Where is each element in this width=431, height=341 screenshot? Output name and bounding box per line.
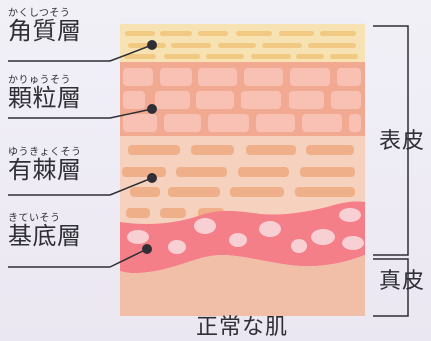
stratum-granulosum-ruby: かりゅうそう bbox=[8, 75, 71, 86]
basal-layer-cells bbox=[127, 208, 364, 254]
basal-layer-label-group: きていそう 基底層 bbox=[8, 214, 82, 249]
epidermis-label: 表皮 bbox=[379, 129, 426, 154]
dermis-label: 真皮 bbox=[379, 269, 426, 294]
stratum-granulosum-label: 顆粒層 bbox=[8, 84, 82, 112]
basal-layer-ruby: きていそう bbox=[8, 213, 61, 224]
basal-layer-label: 基底層 bbox=[8, 222, 82, 250]
stratum-spinosum-dot bbox=[147, 173, 157, 183]
stratum-spinosum-label-group: ゆうきょくそう 有棘層 bbox=[8, 148, 82, 183]
stratum-corneum-label-group: かくしつそう 角質層 bbox=[8, 9, 82, 44]
basal-layer-dot bbox=[142, 244, 152, 254]
stratum-granulosum-dot bbox=[147, 104, 157, 114]
stratum-corneum-label: 角質層 bbox=[8, 17, 82, 45]
stratum-corneum-ruby: かくしつそう bbox=[8, 8, 71, 19]
label-dots bbox=[142, 40, 157, 254]
stratum-spinosum-label: 有棘層 bbox=[8, 156, 82, 184]
diagram-caption: 正常な肌 bbox=[196, 315, 289, 340]
epidermis-bracket bbox=[373, 25, 409, 256]
dermis-bracket bbox=[373, 258, 409, 317]
stratum-granulosum-label-group: かりゅうそう 顆粒層 bbox=[8, 76, 82, 111]
group-brackets bbox=[373, 25, 409, 317]
stratum-corneum-dot bbox=[147, 40, 157, 50]
label-leaders bbox=[8, 44, 153, 268]
stratum-granulosum-cells bbox=[123, 68, 361, 132]
dermis-region bbox=[120, 254, 365, 316]
stratum-spinosum-ruby: ゆうきょくそう bbox=[8, 147, 82, 158]
